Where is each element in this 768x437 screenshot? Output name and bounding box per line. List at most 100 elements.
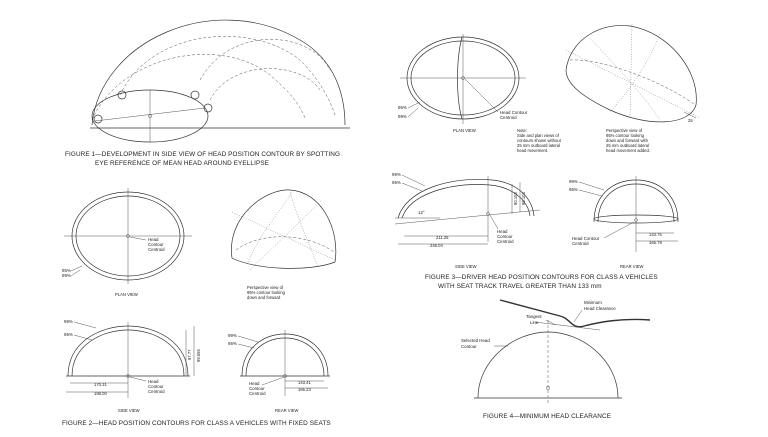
fig2-rear-centroid-l3: Centroid xyxy=(249,391,266,396)
fig2-side-pct99: 99% xyxy=(64,319,73,324)
fig3-rear-pct99: 99% xyxy=(569,179,578,184)
fig3-side-centroid-l2: Contour xyxy=(497,234,513,239)
fig2-plan-centroid-l1: Head xyxy=(148,237,159,242)
fig1-caption-line1: FIGURE 1—DEVELOPMENT IN SIDE VIEW OF HEA… xyxy=(65,151,340,158)
fig3-plan-centroid-l1: Head Contour xyxy=(500,110,528,115)
fig3-plan-pct95: 95% xyxy=(398,105,407,110)
fig3-side-contour-95 xyxy=(401,184,531,219)
fig3-side-centroid-l1: Head xyxy=(497,229,508,234)
fig3-persp-note-l2: 95% contour looking xyxy=(606,133,645,138)
fig4-centroid xyxy=(545,385,551,391)
fig1-outer-contour-arc xyxy=(91,19,346,126)
fig3-persp-dim-line xyxy=(683,111,697,119)
fig3-side-angle: 12° xyxy=(418,210,425,215)
fig2-rear-centroid-leader xyxy=(261,376,285,386)
fig1-dashed-arc-4 xyxy=(209,68,321,101)
fig2-rear-pct95: 95% xyxy=(228,341,237,346)
fig2-plan-view-label: PLAN VIEW xyxy=(115,292,138,297)
fig2-persp-note-l1: Perspective view of xyxy=(247,285,284,290)
fig1-dashed-arc-3 xyxy=(199,39,331,81)
fig2-rear-view-label: REAR VIEW xyxy=(275,408,299,413)
fig3-plan-leader-95 xyxy=(407,101,421,109)
fig4-min-leader xyxy=(573,309,583,323)
fig3-note-l4: 25 mm outboard lateral xyxy=(517,143,560,148)
fig2-side-dim-1: 170.31 xyxy=(94,382,107,387)
fig3-rear-centroid-l2: Centroid xyxy=(572,241,589,246)
fig3-note-l3: contours shown without xyxy=(517,138,562,143)
fig2-side-leader-99 xyxy=(73,321,97,329)
figure-2-plan-view: Head Contour Centroid 95% 99% PLAN VIEW xyxy=(62,188,192,297)
fig4-tangent-l2: Line xyxy=(530,320,539,325)
fig2-rear-leader-95 xyxy=(237,343,255,349)
fig3-side-pct95: 95% xyxy=(392,180,401,185)
fig2-rear-pct99: 99% xyxy=(228,333,237,338)
fig3-rear-centroid xyxy=(634,218,638,222)
fig3-plan-view-label: PLAN VIEW xyxy=(453,128,476,133)
fig3-plan-inner-line xyxy=(457,36,463,120)
fig3-side-vdim-1: 90.153 xyxy=(513,192,518,205)
fig3-plan-leader-99 xyxy=(407,107,419,118)
fig1-dashed-arc-2 xyxy=(119,36,336,116)
fig3-side-contour-99 xyxy=(397,179,535,219)
fig3-plan-centroid-leader xyxy=(464,78,499,113)
fig3-caption-line1: FIGURE 3—DRIVER HEAD POSITION CONTOURS F… xyxy=(425,274,658,281)
fig3-persp-axis-1 xyxy=(565,49,701,119)
fig3-persp-note-l3: down and forward with xyxy=(606,138,649,143)
figure-2-side-view: 99% 95% 170.31 198.00 97.77 99.555 Head … xyxy=(64,319,201,413)
fig3-persp-axis-2 xyxy=(629,23,633,119)
fig2-side-vdim-2: 99.555 xyxy=(196,349,201,362)
fig3-persp-note-l1: Perspective view of xyxy=(606,128,643,133)
fig2-side-vdim-1: 97.77 xyxy=(187,349,192,360)
fig2-side-dim-2: 198.00 xyxy=(94,391,107,396)
fig2-persp-note-l2: 95% contour looking xyxy=(247,290,286,295)
fig2-rear-centroid xyxy=(283,374,287,378)
fig2-caption: FIGURE 2—HEAD POSITION CONTOURS FOR CLAS… xyxy=(62,420,331,427)
fig2-rear-leader-99 xyxy=(237,335,259,343)
fig4-tangent-leader xyxy=(545,319,557,326)
fig4-selected-l2: Contour xyxy=(461,344,477,349)
fig3-persp-note-l5: head movement added. xyxy=(606,148,650,153)
fig3-rear-pct95: 95% xyxy=(569,187,578,192)
fig3-rear-centroid-leader xyxy=(603,221,635,239)
fig2-side-centroid-l2: Contour xyxy=(148,384,164,389)
fig2-persp-note-l3: down and forward xyxy=(247,295,281,300)
fig3-rear-leader-99 xyxy=(578,181,605,191)
fig3-side-centroid xyxy=(486,212,490,216)
fig2-plan-leader-95 xyxy=(70,265,83,272)
fig4-caption: FIGURE 4—MINIMUM HEAD CLEARANCE xyxy=(483,413,611,420)
fig1-centroid-mark xyxy=(148,114,152,118)
fig3-note-l2: Side and plan views of xyxy=(517,133,560,138)
fig2-persp-axis-2 xyxy=(249,199,323,271)
figure-2-perspective-view: Perspective view of 95% contour looking … xyxy=(231,189,337,300)
fig3-persp-meridian-1 xyxy=(589,37,661,121)
fig4-min-l2: Head Clearance xyxy=(584,306,616,311)
fig4-min-l1: Minimum xyxy=(584,300,602,305)
fig3-side-view-label: SIDE VIEW xyxy=(455,264,477,269)
figure-1-side-development: FIGURE 1—DEVELOPMENT IN SIDE VIEW OF HEA… xyxy=(65,19,350,167)
fig1-dashed-arc-1 xyxy=(91,54,306,121)
fig3-side-dim-1: 211.25 xyxy=(436,235,449,240)
fig3-rear-dim-1: 143.75 xyxy=(649,232,662,237)
fig2-plan-centroid-l3: Centroid xyxy=(148,247,165,252)
fig3-rear-centroid-l1: Head Contour xyxy=(572,236,600,241)
fig3-side-dim-2: 246.04 xyxy=(430,243,443,248)
figure-4-min-head-clearance: Minimum Head Clearance Tangent Line Sele… xyxy=(461,299,651,420)
fig3-plan-centroid-l2: Centroid xyxy=(500,115,517,120)
fig1-head-marker-3 xyxy=(203,103,213,113)
figure-3-side-view: 12° 99% 95% 211.25 246.04 90.153 95.103 … xyxy=(392,172,541,269)
fig2-side-centroid-l3: Centroid xyxy=(148,389,165,394)
fig2-side-pct95: 95% xyxy=(64,332,73,337)
fig4-roof-line xyxy=(499,299,651,328)
fig3-persp-ring xyxy=(569,59,695,105)
fig3-persp-note-l4: 25 mm outboard lateral xyxy=(606,143,649,148)
fig2-plan-pct99: 99% xyxy=(62,273,71,278)
fig3-side-centroid-l3: Centroid xyxy=(497,239,514,244)
fig2-rear-dim-2: 165.23 xyxy=(298,387,311,392)
figure-3-perspective-view: 25 Perspective view of 95% contour looki… xyxy=(565,23,701,153)
fig3-persp-meridian-2 xyxy=(609,33,661,113)
fig2-plan-leader-99 xyxy=(70,269,81,277)
fig2-rear-centroid-l2: Contour xyxy=(249,386,265,391)
fig3-side-pct99: 99% xyxy=(392,172,401,177)
